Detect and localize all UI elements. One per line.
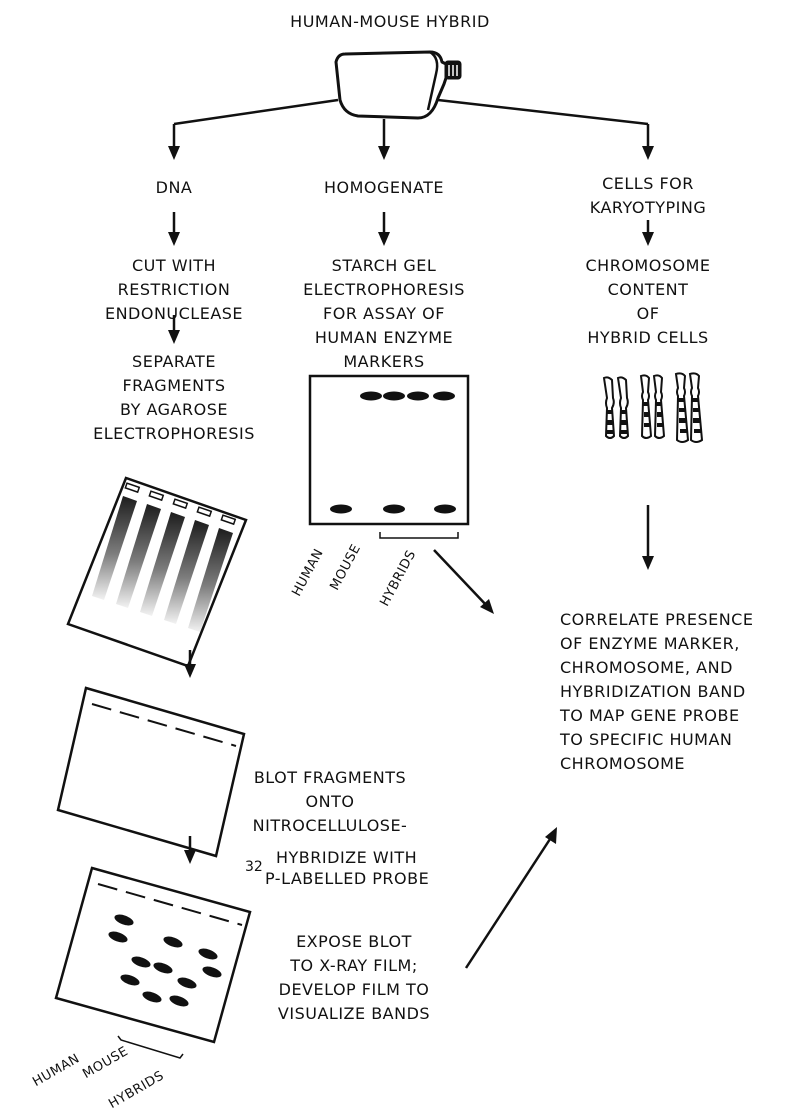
xray-film	[56, 868, 250, 1058]
nitrocellulose-blot	[58, 688, 244, 856]
branch-dna-label: DNA	[124, 176, 224, 200]
branch-homogenate-label: HOMOGENATE	[294, 176, 474, 200]
step-hybridize-line2: P-LABELLED PROBE	[265, 867, 429, 891]
diagram-title: HUMAN-MOUSE HYBRID	[255, 10, 525, 34]
chromosome-icons	[604, 373, 702, 442]
culture-flask-icon	[336, 52, 460, 118]
isotope-superscript: 32	[245, 859, 263, 875]
starch-gel	[310, 376, 468, 538]
arrowheads	[168, 146, 654, 160]
agarose-gel	[68, 478, 246, 666]
